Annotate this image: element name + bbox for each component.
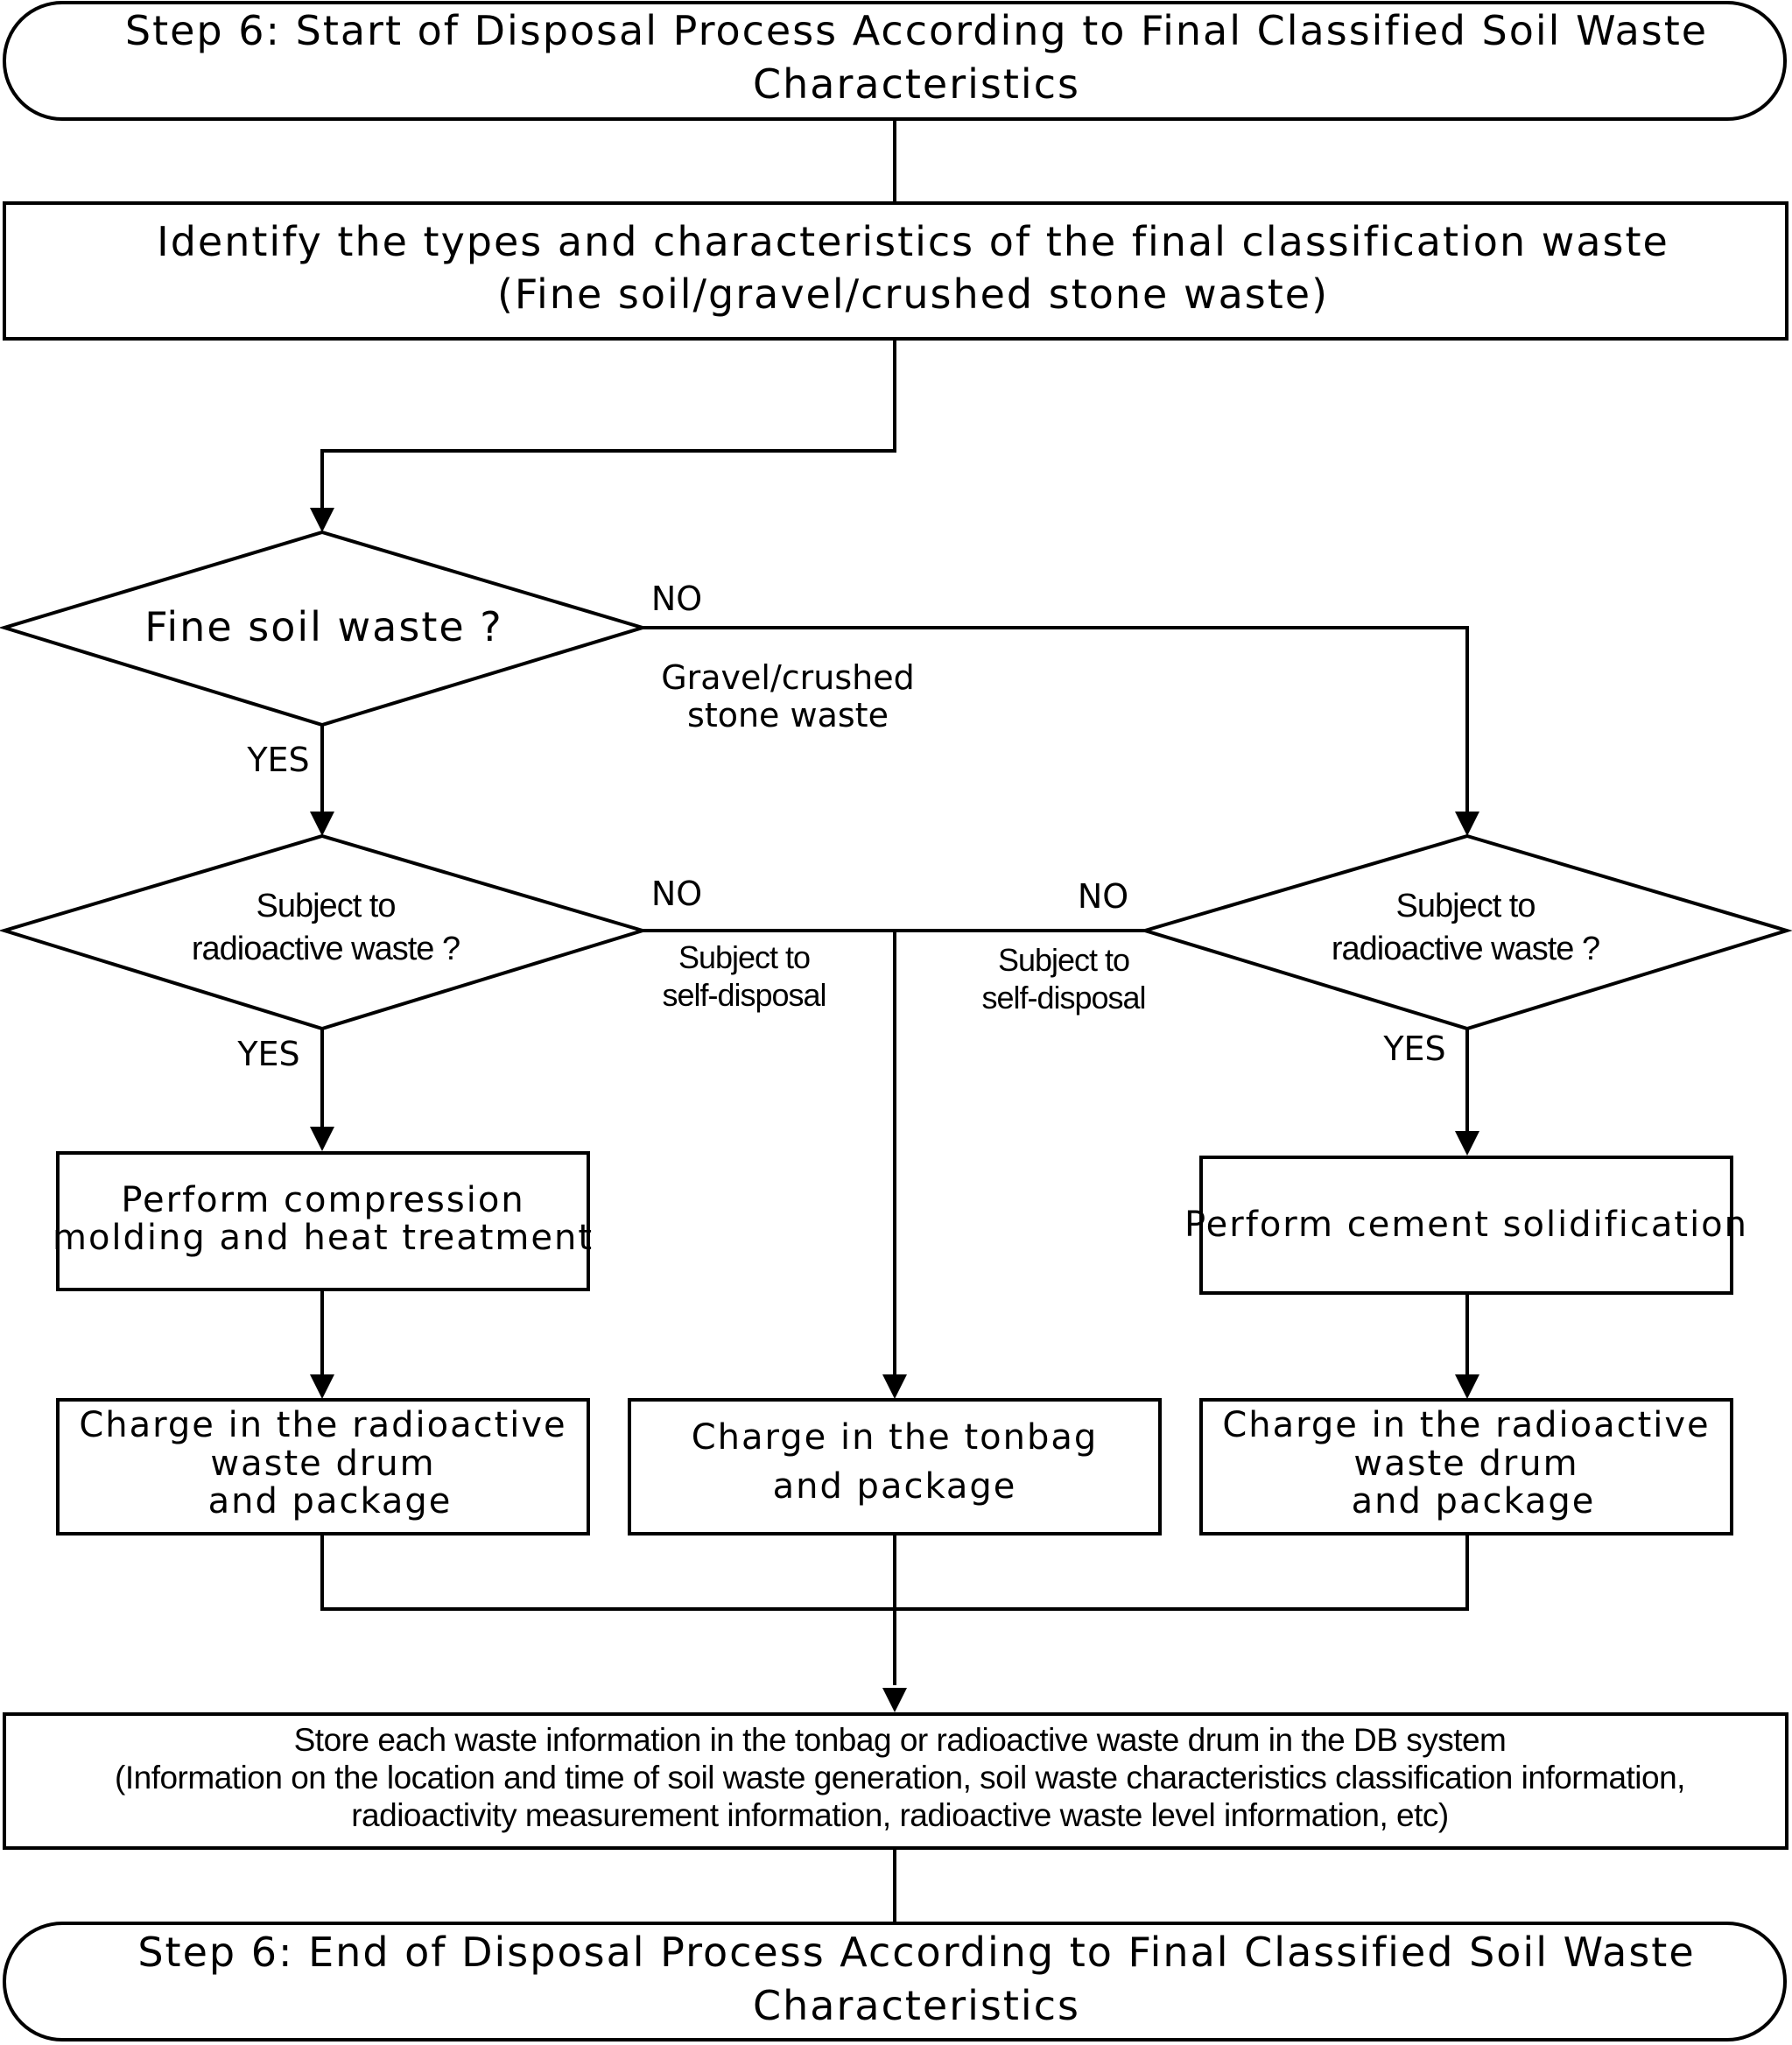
connector-no-gravel <box>643 626 1469 816</box>
arrowhead-right-decision <box>1455 812 1479 836</box>
start-terminator-shape <box>3 1 1787 121</box>
decision-radioactive-left-shape <box>0 833 649 1031</box>
decision-fine-soil-shape <box>0 530 649 727</box>
charge-middle-shape <box>628 1398 1162 1536</box>
store-db-line3: radioactivity measurement information, r… <box>351 1797 1449 1833</box>
label-gravel-line2: stone waste <box>687 696 889 734</box>
decision-radioactive-right: Subject to radioactive waste ? <box>1139 833 1792 1031</box>
decision-radioactive-right-line2: radioactive waste ? <box>1332 931 1599 967</box>
cement-process-box: Perform cement solidification <box>1184 1156 1748 1295</box>
decision-radioactive-left-line1: Subject to <box>257 888 396 924</box>
charge-middle-line2: and package <box>773 1466 1017 1507</box>
end-terminator-shape <box>3 1922 1787 2041</box>
start-terminator: Step 6: Start of Disposal Process Accord… <box>3 1 1787 121</box>
label-no-top: NO <box>651 580 702 618</box>
compression-process-line1: Perform compression <box>121 1180 524 1220</box>
arrowhead-charge-left <box>310 1374 334 1399</box>
arrowhead-left-decision <box>310 812 334 836</box>
label-self-disposal-right-line1: Subject to <box>998 942 1129 978</box>
end-terminator-line2: Characteristics <box>753 1982 1080 2029</box>
store-db-box: Store each waste information in the tonb… <box>3 1712 1788 1850</box>
label-yes-fine: YES <box>246 741 309 779</box>
arrowheads <box>310 508 1479 1712</box>
charge-right-line2: waste drum <box>1353 1444 1578 1484</box>
label-no-right: NO <box>1078 877 1128 916</box>
charge-left-line2: waste drum <box>210 1444 435 1484</box>
connectors <box>320 119 1469 1923</box>
label-self-disposal-left-line1: Subject to <box>678 939 810 975</box>
arrowhead-fine-soil <box>310 508 334 532</box>
charge-right-box: Charge in the radioactive waste drum and… <box>1199 1398 1733 1536</box>
arrowhead-cement <box>1455 1131 1479 1156</box>
identify-process-shape <box>3 201 1788 341</box>
cement-process-text: Perform cement solidification <box>1184 1205 1748 1245</box>
decision-fine-soil: Fine soil waste ? <box>0 530 649 727</box>
identify-process-line2: (Fine soil/gravel/crushed stone waste) <box>497 271 1329 318</box>
connector-identify-to-fine-soil <box>320 339 896 512</box>
label-self-disposal-left-line2: self-disposal <box>662 977 826 1013</box>
charge-right-line1: Charge in the radioactive <box>1222 1405 1710 1445</box>
store-db-shape <box>3 1712 1788 1850</box>
arrowhead-db <box>882 1688 907 1712</box>
charge-left-line1: Charge in the radioactive <box>79 1405 566 1445</box>
charge-middle-line1: Charge in the tonbag <box>692 1417 1099 1458</box>
start-terminator-line2: Characteristics <box>753 60 1080 108</box>
decision-radioactive-left: Subject to radioactive waste ? <box>0 833 649 1031</box>
label-self-disposal-right-line2: self-disposal <box>981 980 1145 1015</box>
charge-right-line3: and package <box>1352 1481 1596 1521</box>
compression-process-box: Perform compression molding and heat tre… <box>53 1151 594 1291</box>
identify-process-box: Identify the types and characteristics o… <box>3 201 1788 341</box>
arrowhead-compression <box>310 1127 334 1151</box>
decision-radioactive-right-shape <box>1139 833 1792 1031</box>
arrowhead-charge-middle <box>882 1374 907 1399</box>
charge-left-shape <box>56 1398 590 1536</box>
cement-process-shape <box>1199 1156 1733 1295</box>
end-terminator: Step 6: End of Disposal Process Accordin… <box>3 1922 1787 2041</box>
store-db-line2: (Information on the location and time of… <box>115 1760 1685 1796</box>
label-yes-right: YES <box>1382 1030 1445 1068</box>
arrowhead-charge-right <box>1455 1374 1479 1399</box>
decision-fine-soil-text: Fine soil waste ? <box>144 603 502 650</box>
edge-labels: NO Gravel/crushed stone waste YES NO Sub… <box>236 580 1445 1073</box>
charge-right-shape <box>1199 1398 1733 1536</box>
label-gravel-line1: Gravel/crushed <box>661 658 915 697</box>
label-no-left: NO <box>651 875 702 913</box>
start-terminator-line1: Step 6: Start of Disposal Process Accord… <box>125 7 1708 54</box>
label-yes-left: YES <box>236 1035 299 1073</box>
compression-process-line2: molding and heat treatment <box>53 1218 594 1258</box>
decision-radioactive-right-line1: Subject to <box>1396 888 1535 924</box>
identify-process-line1: Identify the types and characteristics o… <box>157 218 1669 265</box>
charge-middle-box: Charge in the tonbag and package <box>628 1398 1162 1536</box>
charge-left-box: Charge in the radioactive waste drum and… <box>56 1398 590 1536</box>
charge-left-line3: and package <box>208 1481 453 1521</box>
store-db-line1: Store each waste information in the tonb… <box>294 1722 1507 1758</box>
end-terminator-line1: Step 6: End of Disposal Process Accordin… <box>137 1929 1695 1976</box>
compression-process-shape <box>56 1151 590 1291</box>
decision-radioactive-left-line2: radioactive waste ? <box>192 931 460 967</box>
